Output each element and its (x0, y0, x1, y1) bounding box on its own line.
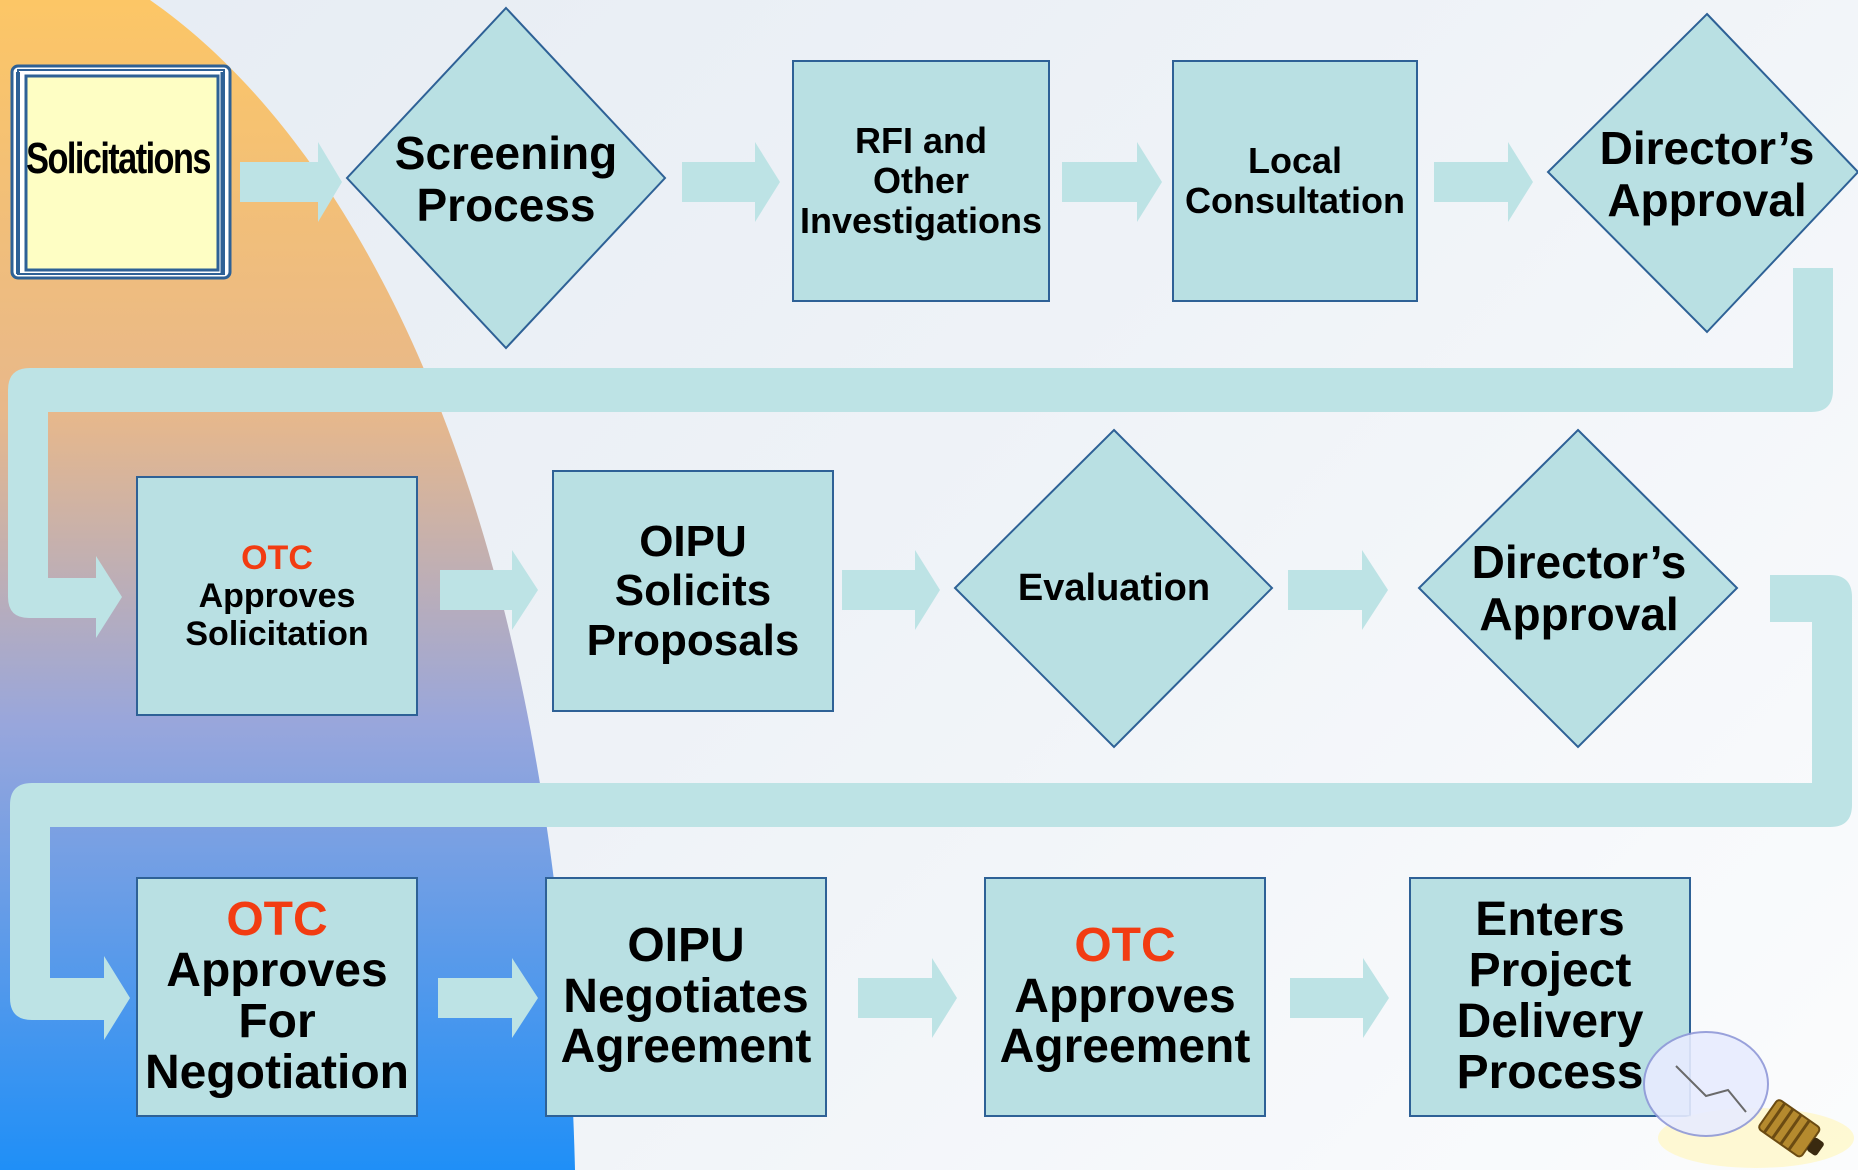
approves-label-3: Approves (1014, 969, 1236, 1023)
oipu-label-2: OIPU (627, 918, 745, 972)
diamond-screening (345, 6, 667, 350)
arrow-4 (1434, 142, 1533, 222)
director1-line-1: Director’s (1599, 122, 1815, 175)
light-bulb-icon (1643, 1031, 1854, 1168)
rfi-investigations-box[interactable]: RFI and Other Investigations (792, 60, 1050, 302)
arrow-7 (1288, 550, 1388, 630)
diamond-director-2 (1417, 428, 1739, 749)
director2-line-2: Approval (1479, 588, 1679, 640)
agreement-label-1: Agreement (560, 1020, 812, 1074)
approves-label-1: Approves (198, 576, 356, 615)
arrow-9 (858, 958, 957, 1038)
directors-approval-label-1: Director’s Approval (1574, 110, 1840, 240)
otc-label-2: OTC (226, 893, 328, 947)
enters-label: Enters (1475, 893, 1625, 947)
local-consultation-box[interactable]: Local Consultation (1172, 60, 1418, 302)
otc-approves-agreement-box[interactable]: OTC Approves Agreement (984, 877, 1266, 1117)
arrow-10 (1290, 958, 1389, 1038)
diamond-evaluation (953, 428, 1274, 749)
connector-arrows (8, 142, 1852, 1040)
screening-line-2: Process (416, 179, 596, 231)
book-icon (10, 64, 232, 280)
otc-approves-solicitation-box[interactable]: OTC Approves Solicitation (136, 476, 418, 716)
solicitations-label: Solicitations (26, 134, 211, 183)
delivery-label: Delivery (1456, 995, 1644, 1048)
screening-process-label: Screening Process (366, 110, 646, 250)
screening-line-1: Screening (394, 127, 618, 180)
arrow-8 (438, 958, 538, 1038)
director2-line-1: Director’s (1471, 536, 1687, 589)
rfi-line-1: RFI and (855, 119, 987, 161)
arrow-3 (1062, 142, 1162, 222)
solicits-label: Solicits (614, 566, 772, 616)
otc-label-3: OTC (1074, 918, 1176, 972)
project-label: Project (1468, 944, 1632, 998)
process-label: Process (1456, 1045, 1644, 1099)
negotiation-label: Negotiation (145, 1045, 409, 1099)
negotiates-label: Negotiates (563, 969, 809, 1023)
evaluation-text: Evaluation (1017, 566, 1211, 609)
diamond-director-1 (1546, 12, 1858, 334)
agreement-label-2: Agreement (999, 1020, 1251, 1074)
director1-line-2: Approval (1607, 174, 1807, 226)
rfi-line-3: Investigations (799, 200, 1043, 242)
arrow-1 (240, 142, 342, 222)
directors-approval-label-2: Director’s Approval (1444, 524, 1714, 654)
arrow-5 (440, 550, 538, 630)
local-line-2: Consultation (1185, 180, 1405, 221)
rfi-line-2: Other (872, 159, 969, 201)
solicitation-label: Solicitation (185, 615, 369, 654)
connector-row2-to-row3 (10, 575, 1852, 1040)
oipu-negotiates-agreement-box[interactable]: OIPU Negotiates Agreement (545, 877, 827, 1117)
approves-label-2: Approves (166, 944, 388, 998)
otc-approves-for-negotiation-box[interactable]: OTC Approves For Negotiation (136, 877, 418, 1117)
proposals-label: Proposals (586, 615, 800, 665)
local-line-1: Local (1247, 139, 1343, 181)
for-label: For (238, 995, 316, 1048)
otc-label-1: OTC (241, 538, 313, 577)
evaluation-label: Evaluation (994, 558, 1234, 618)
arrow-2 (682, 142, 780, 222)
arrow-6 (842, 550, 940, 630)
oipu-solicits-proposals-box[interactable]: OIPU Solicits Proposals (552, 470, 834, 712)
oipu-label-1: OIPU (639, 517, 747, 567)
